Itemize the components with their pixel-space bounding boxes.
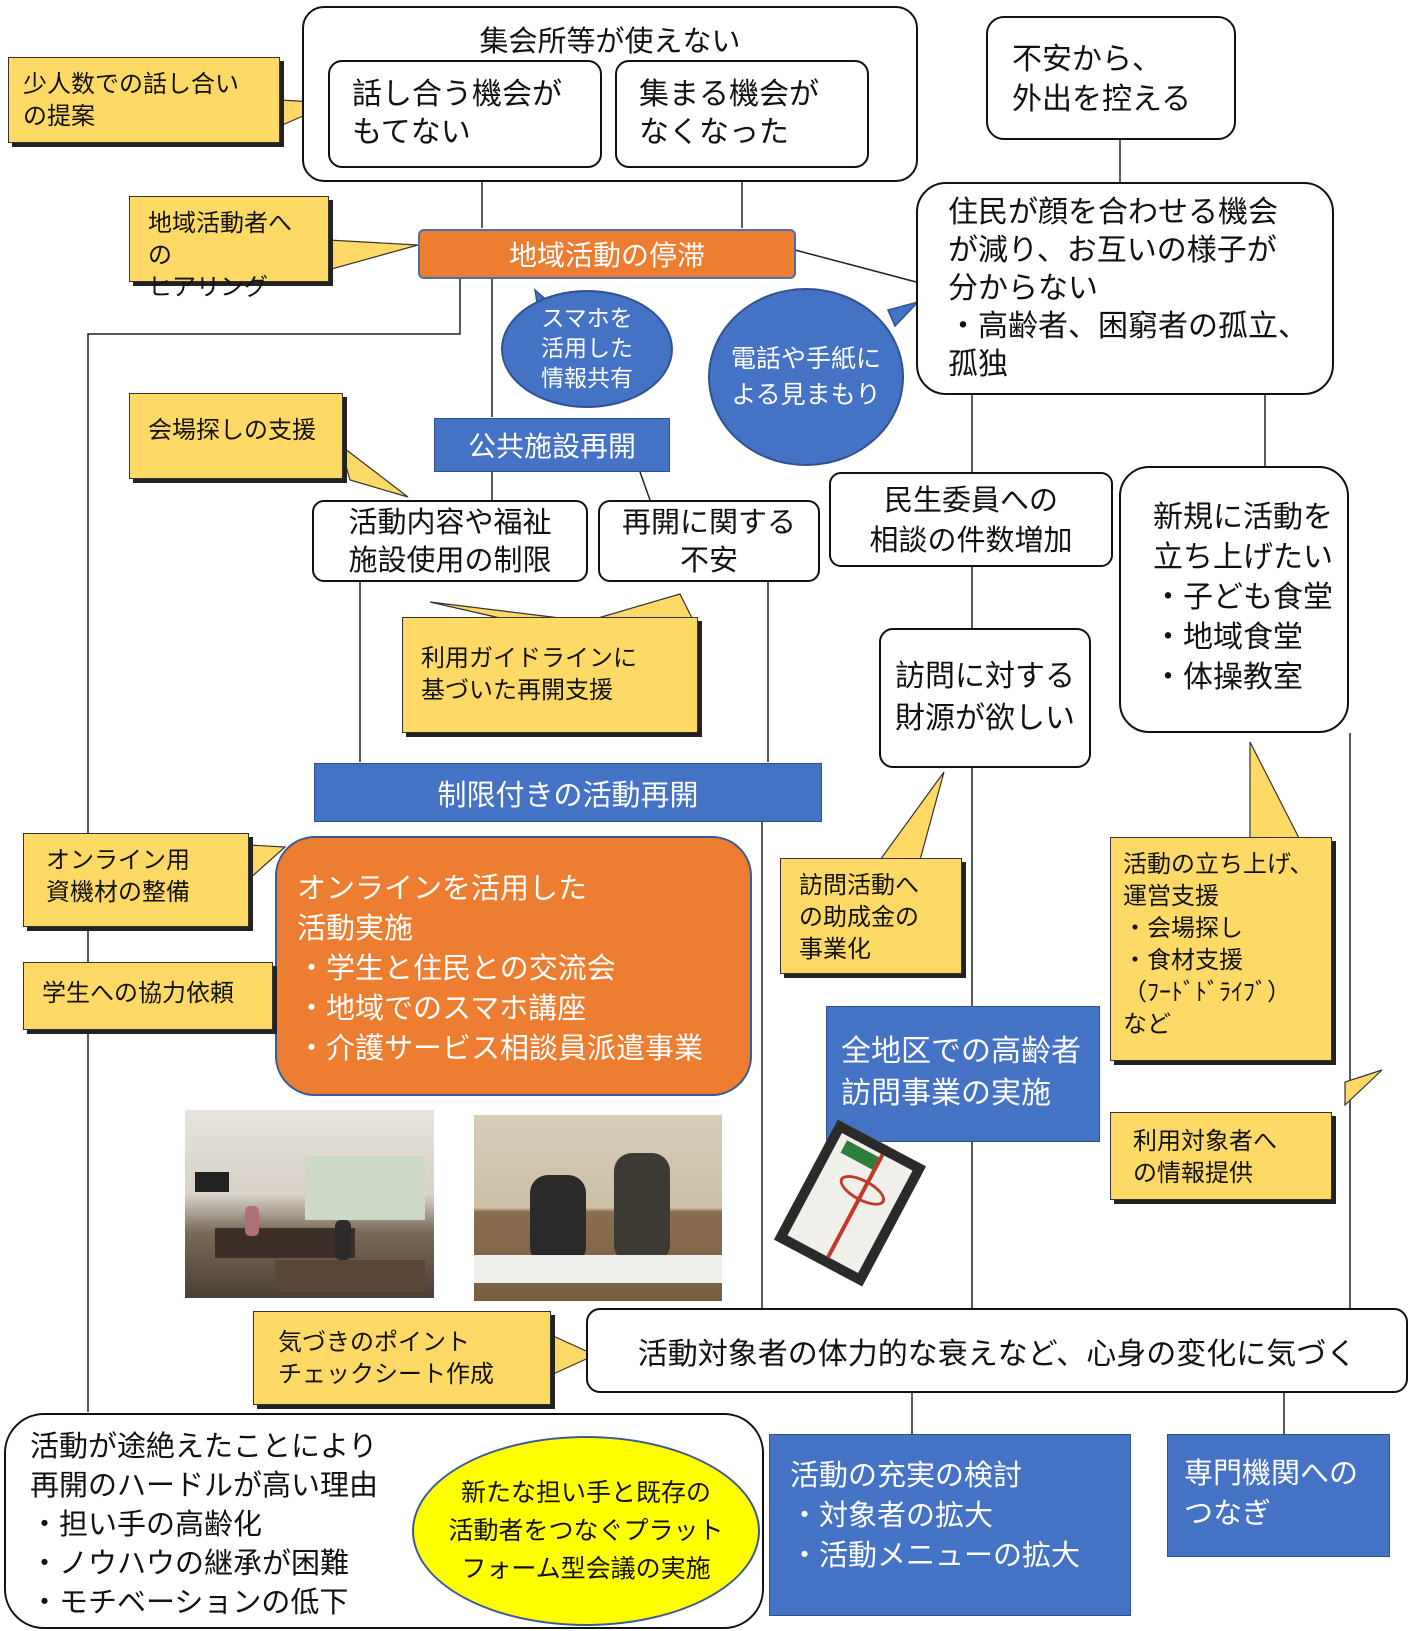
all-district-visit-box: 全地区での高齢者 訪問事業の実施 bbox=[826, 1006, 1100, 1142]
box-no-discussion: 話し合う機会が もてない bbox=[328, 60, 602, 168]
meeting-room-photo bbox=[185, 1110, 434, 1298]
box-restrictions: 活動内容や福祉 施設使用の制限 bbox=[312, 500, 588, 582]
callout-info-provide: 利用対象者へ の情報提供 bbox=[1110, 1112, 1332, 1200]
limited-restart-box: 制限付きの活動再開 bbox=[314, 763, 822, 822]
callout-venue: 会場探しの支援 bbox=[129, 393, 343, 479]
callout-small-group: 少人数での話し合い の提案 bbox=[8, 57, 280, 143]
callout-tail bbox=[338, 443, 409, 498]
callout-checksheet: 気づきのポイント チェックシート作成 bbox=[253, 1311, 551, 1405]
box-residents: 住民が顔を合わせる機会 が減り、お互いの様子が 分からない ・高齢者、困窮者の孤… bbox=[916, 182, 1334, 395]
bubble-phone-letter: 電話や手紙に よる見まもり bbox=[708, 288, 904, 466]
callout-tail bbox=[1344, 1069, 1383, 1107]
stagnation-box: 地域活動の停滞 bbox=[418, 229, 796, 279]
enhance-activity-box: 活動の充実の検討 ・対象者の拡大 ・活動メニューの拡大 bbox=[769, 1434, 1131, 1616]
online-activity-box: オンラインを活用した 活動実施 ・学生と住民との交流会 ・地域でのスマホ講座 ・… bbox=[275, 836, 752, 1096]
box-no-gathering: 集まる機会が なくなった bbox=[615, 60, 869, 168]
callout-guideline: 利用ガイドラインに 基づいた再開支援 bbox=[402, 617, 698, 733]
callout-tail bbox=[878, 771, 945, 861]
notice-change-box: 活動対象者の体力的な衰えなど、心身の変化に気づく bbox=[586, 1308, 1408, 1393]
callout-tail bbox=[429, 601, 561, 619]
box-reopen-anxiety: 再開に関する 不安 bbox=[598, 500, 820, 582]
callout-online-equipment: オンライン用 資機材の整備 bbox=[23, 833, 249, 927]
box-minsei: 民生委員への 相談の件数増加 bbox=[829, 472, 1113, 567]
callout-startup-support: 活動の立ち上げ、 運営支援 ・会場探し ・食材支援 （ﾌｰﾄﾞﾄﾞﾗｲﾌﾞ） な… bbox=[1110, 837, 1332, 1061]
platform-meeting-ellipse: 新たな担い手と既存の 活動者をつなぐプラット フォーム型会議の実施 bbox=[412, 1436, 760, 1626]
callout-tail bbox=[550, 1334, 597, 1376]
callout-visit-grant: 訪問活動へ の助成金の 事業化 bbox=[780, 858, 962, 974]
consultation-photo bbox=[474, 1115, 722, 1301]
specialist-link-box: 専門機関への つなぎ bbox=[1167, 1434, 1390, 1557]
box-new-activity: 新規に活動を 立ち上げたい ・子ども食堂 ・地域食堂 ・体操教室 bbox=[1119, 466, 1349, 733]
connector bbox=[794, 249, 921, 284]
public-reopen-box: 公共施設再開 bbox=[434, 418, 670, 472]
box-funding: 訪問に対する 財源が欲しい bbox=[879, 628, 1091, 768]
box-anxiety: 不安から、 外出を控える bbox=[986, 16, 1236, 140]
callout-tail bbox=[1249, 741, 1301, 841]
callout-hearing: 地域活動者への ヒアリング bbox=[129, 196, 329, 301]
bubble-smartphone: スマホを 活用した 情報共有 bbox=[501, 290, 673, 408]
bubble-tail bbox=[886, 300, 921, 328]
callout-tail bbox=[327, 239, 419, 271]
connector bbox=[639, 471, 651, 501]
top-group-title: 集会所等が使えない bbox=[479, 24, 741, 58]
callout-tail bbox=[597, 593, 693, 619]
callout-student: 学生への協力依頼 bbox=[23, 962, 273, 1030]
